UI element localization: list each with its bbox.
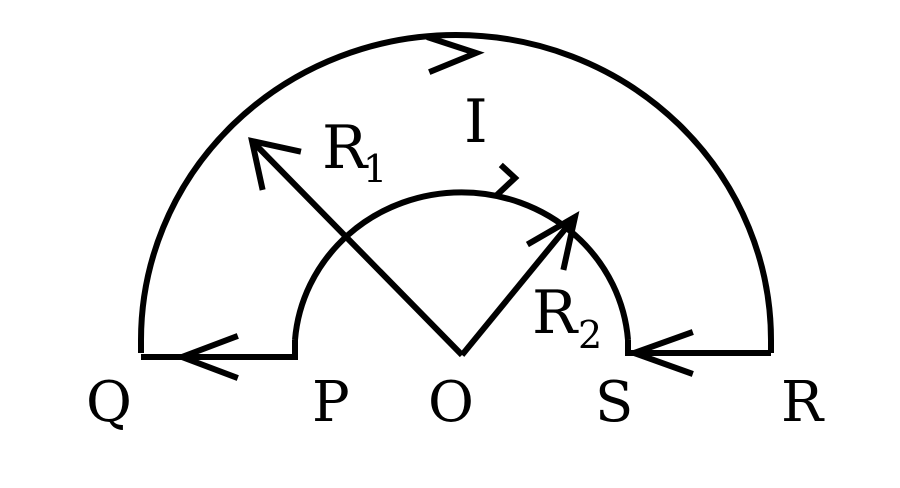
segment-p-q [141,340,298,360]
radius-r2-subscript: 2 [578,313,602,357]
point-r-label: R [781,370,825,435]
inner-arc [292,189,631,341]
radius-r1-line [249,138,465,358]
current-arrow-outer [426,34,485,75]
radius-r1-symbol: R [322,113,369,183]
point-s-label: S [595,370,633,435]
point-q-label: Q [86,370,132,435]
current-arrow-inner [494,162,520,198]
current-label: I [464,87,488,157]
radius-r2-line [459,215,578,357]
point-p-label: P [312,370,350,435]
radius-r1-arrowhead [248,137,302,191]
outer-arc [138,32,774,353]
current-arrow-r-s [625,329,694,377]
radius-r1-subscript: 1 [363,147,387,191]
point-o-label: O [428,370,474,435]
radius-r2-arrowhead [525,210,580,271]
current-arrow-p-q [173,333,239,381]
radius-r2-symbol: R [532,278,579,348]
